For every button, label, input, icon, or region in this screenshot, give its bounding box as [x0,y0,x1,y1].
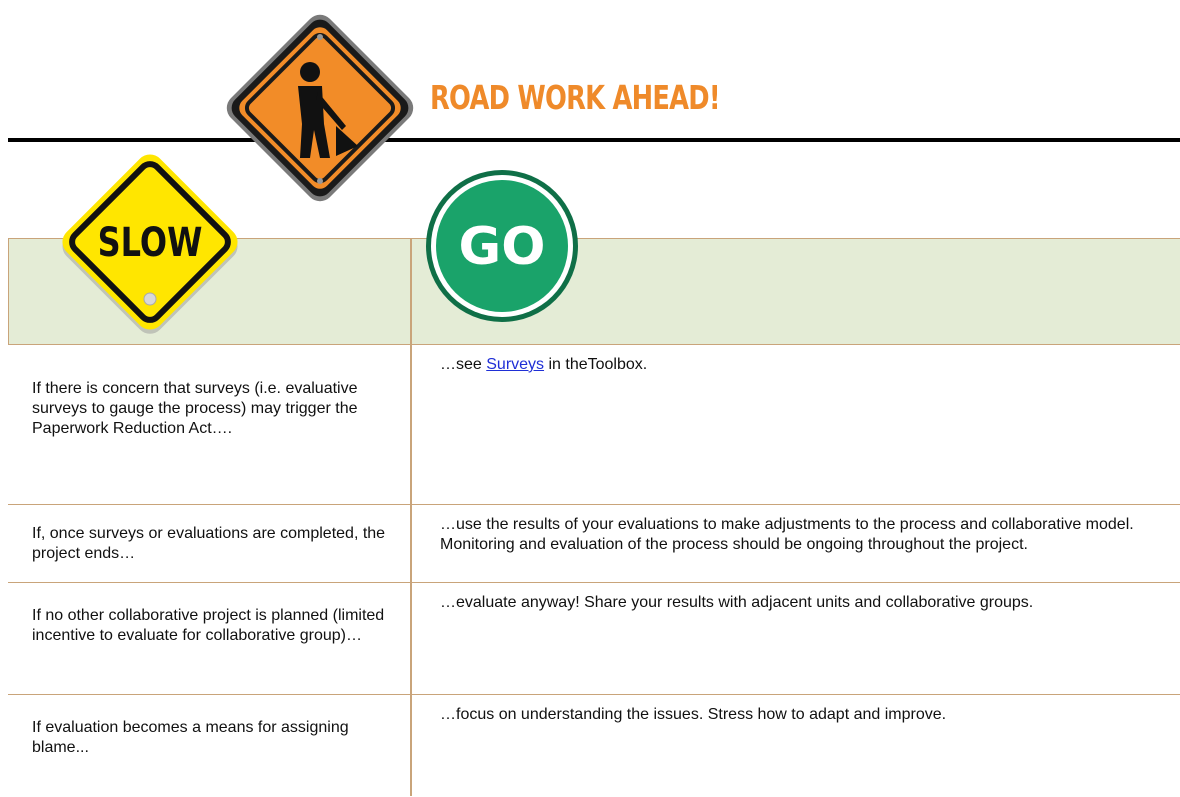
road-work-sign-icon [226,14,414,202]
table-row: If evaluation becomes a means for assign… [8,694,1180,797]
go-label: GO [459,217,546,277]
go-cell: …see Surveys in theToolbox. [440,355,1175,375]
banner-title: ROAD WORK AHEAD! [430,78,721,117]
go-cell: …evaluate anyway! Share your results wit… [440,594,1034,611]
column-divider [410,238,412,796]
go-sign-icon: GO [426,170,578,322]
table-row: If no other collaborative project is pla… [8,582,1180,695]
go-cell-text: …see [440,356,487,373]
surveys-link[interactable]: Surveys [486,356,545,373]
guidance-table: If there is concern that surveys (i.e. e… [8,238,1180,796]
table-left-border [8,238,9,344]
slow-cell: If no other collaborative project is pla… [32,607,385,644]
slow-cell: If evaluation becomes a means for assign… [32,719,349,756]
slow-cell: If there is concern that surveys (i.e. e… [32,380,358,437]
go-cell-text: in theToolbox. [544,356,648,373]
slow-cell: If, once surveys or evaluations are comp… [32,525,386,562]
slow-sign-icon: SLOW [62,154,238,334]
table-row: If there is concern that surveys (i.e. e… [8,344,1180,505]
banner-rule [8,138,1180,142]
table-row: If, once surveys or evaluations are comp… [8,504,1180,583]
slow-label: SLOW [98,218,203,265]
go-cell: …focus on understanding the issues. Stre… [440,706,947,723]
go-cell: …use the results of your evaluations to … [440,516,1134,553]
